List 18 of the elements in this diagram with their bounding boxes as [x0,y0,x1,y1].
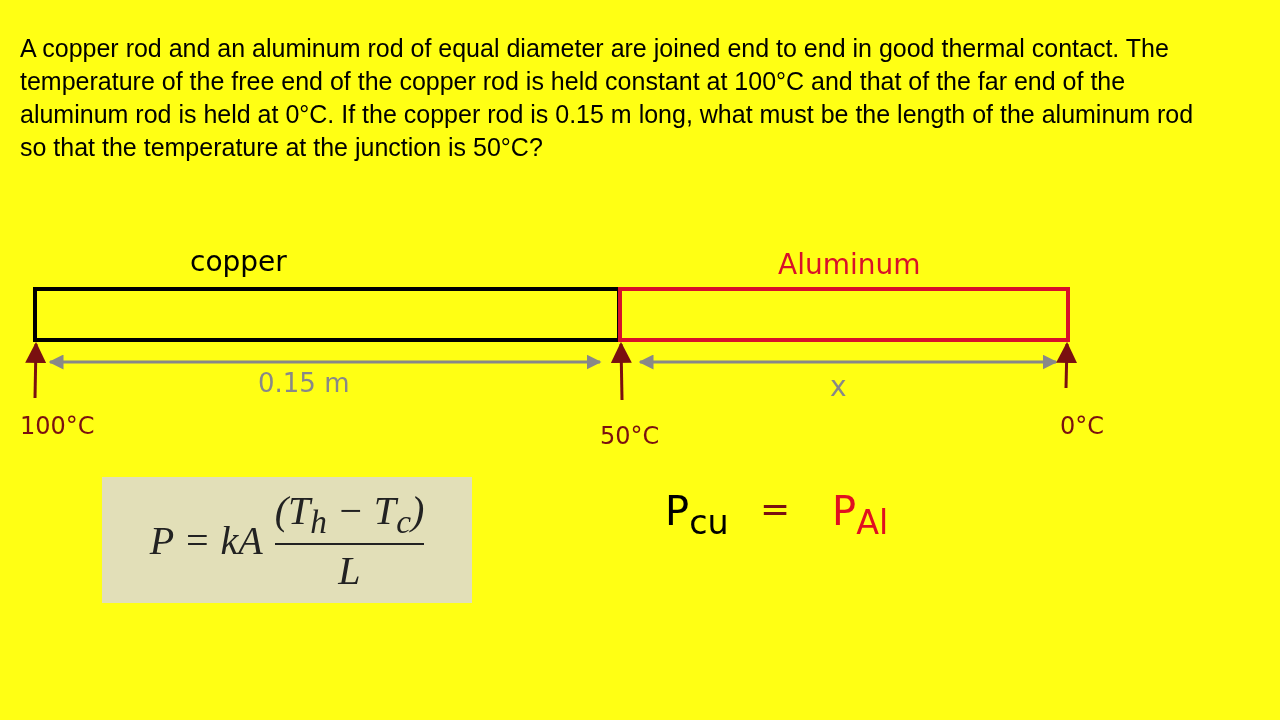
rod-label: Aluminum [778,248,921,281]
arrow [25,341,47,399]
dimension-label: x [830,370,847,403]
equation-term: P$_{cu}$ [665,488,729,542]
rod-label: copper [190,245,287,278]
temperature-label: 100°C [20,412,95,440]
temperature-label: 50°C [600,422,660,450]
arrow [610,341,632,401]
formula-panel [102,477,472,603]
problem-text: A copper rod and an aluminum rod of equal diameter are joined end to end in good thermal contact. The temperature of the free end of the copper rod is held constant at 100°C and that of the far end of the aluminum rod is held at 0°C. If the copper rod is 0.15 m long, what must be the length of the aluminum rod so that the temperature at the junction is 50°C? [20,33,1195,163]
equation-term: P$_{Al}$ [832,488,889,542]
formula-text: L [338,546,361,594]
temperature-label: 0°C [1060,412,1105,440]
equals-sign: = [760,488,791,529]
formula-text: P = kA [149,516,263,564]
formula-text: (T$_{h}$ − T$_{c}$) [274,486,425,541]
arrow [1056,341,1078,389]
dimension-label: 0.15 m [258,368,350,398]
